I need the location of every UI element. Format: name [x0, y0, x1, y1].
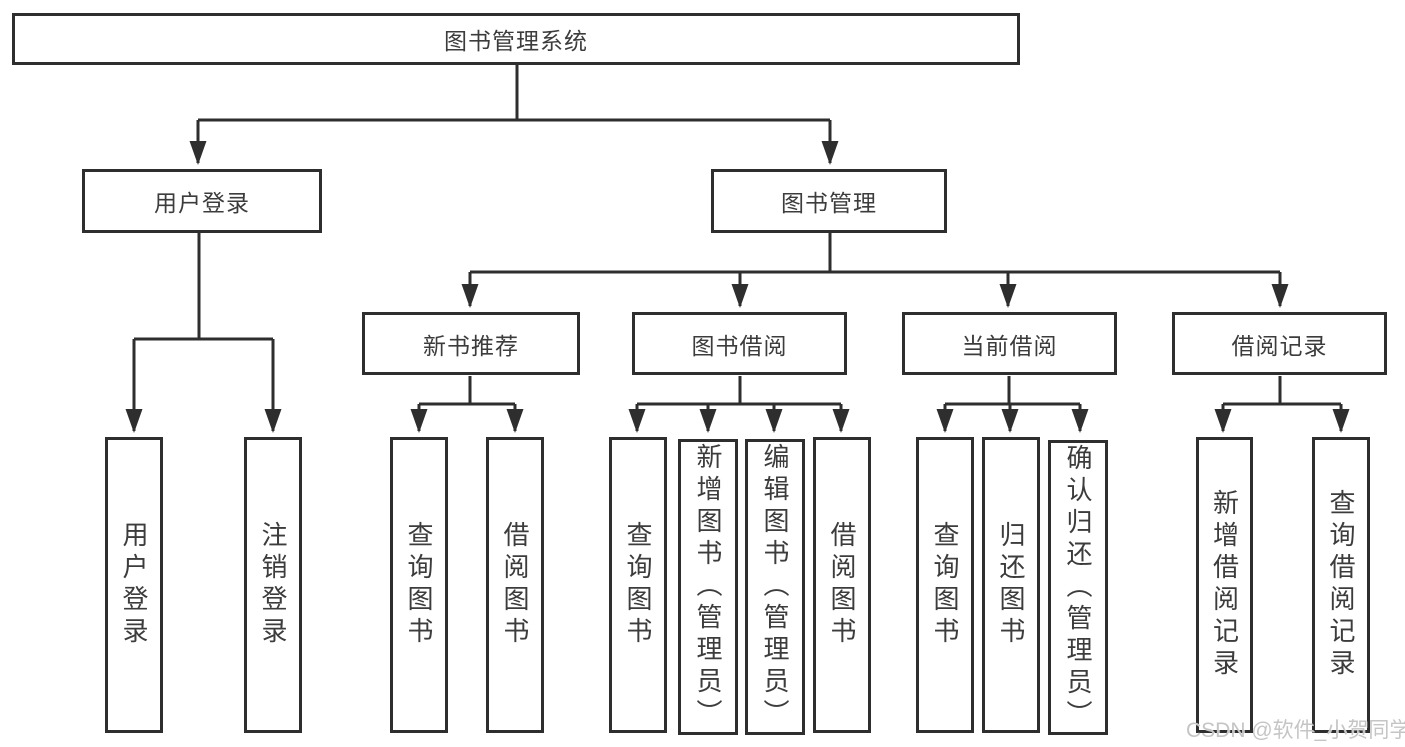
connector-spines	[134, 65, 1341, 406]
leaf-borrow-edit-books-admin-label: 编辑图书（管理员）	[760, 443, 790, 731]
leaf-borrow-borrow-books: 借阅图书	[813, 437, 871, 733]
leaf-current-confirm-return-admin: 确认归还（管理员）	[1048, 440, 1108, 735]
node-user-login-label: 用户登录	[154, 190, 250, 216]
csdn-watermark: CSDN @软件_小贺同学	[1186, 719, 1405, 742]
leaf-logout-label: 注销登录	[258, 521, 288, 649]
leaf-recommend-borrow-books: 借阅图书	[486, 437, 544, 733]
leaf-recommend-query-books-label: 查询图书	[404, 521, 434, 649]
leaf-recommend-query-books: 查询图书	[390, 437, 448, 733]
node-current-borrow-label: 当前借阅	[961, 332, 1058, 359]
node-new-book-recommend: 新书推荐	[362, 312, 580, 375]
node-book-management: 图书管理	[711, 169, 947, 233]
leaf-borrow-add-books-admin-label: 新增图书（管理员）	[693, 443, 723, 731]
leaf-records-add-record-label: 新增借阅记录	[1209, 489, 1240, 681]
node-book-borrow: 图书借阅	[632, 312, 847, 375]
leaf-user-login-label: 用户登录	[119, 521, 149, 649]
leaf-current-query-books-label: 查询图书	[930, 521, 960, 649]
leaf-current-confirm-return-admin-label: 确认归还（管理员）	[1063, 443, 1093, 732]
leaf-borrow-query-books: 查询图书	[609, 437, 667, 733]
node-borrow-records: 借阅记录	[1172, 312, 1387, 375]
node-book-borrow-label: 图书借阅	[691, 332, 788, 359]
node-user-login: 用户登录	[82, 169, 322, 233]
leaf-borrow-add-books-admin: 新增图书（管理员）	[678, 439, 738, 735]
leaf-user-login: 用户登录	[105, 437, 163, 733]
leaf-borrow-borrow-books-label: 借阅图书	[827, 521, 857, 649]
leaf-logout: 注销登录	[244, 437, 302, 733]
leaf-current-query-books: 查询图书	[916, 437, 974, 733]
node-root-label: 图书管理系统	[444, 28, 588, 54]
leaf-records-query-record-label: 查询借阅记录	[1326, 489, 1356, 681]
node-book-management-label: 图书管理	[781, 190, 877, 216]
node-borrow-records-label: 借阅记录	[1231, 332, 1328, 359]
leaf-borrow-edit-books-admin: 编辑图书（管理员）	[745, 439, 805, 735]
leaf-borrow-query-books-label: 查询图书	[623, 521, 653, 649]
node-new-book-recommend-label: 新书推荐	[423, 332, 519, 359]
connector-arrows	[125, 120, 1350, 433]
node-root: 图书管理系统	[12, 13, 1020, 65]
node-current-borrow: 当前借阅	[902, 312, 1117, 375]
leaf-current-return-books-label: 归还图书	[996, 521, 1026, 649]
leaf-recommend-borrow-books-label: 借阅图书	[500, 521, 530, 649]
leaf-records-query-record: 查询借阅记录	[1312, 437, 1370, 733]
leaf-current-return-books: 归还图书	[982, 437, 1040, 733]
leaf-records-add-record: 新增借阅记录	[1196, 437, 1253, 733]
